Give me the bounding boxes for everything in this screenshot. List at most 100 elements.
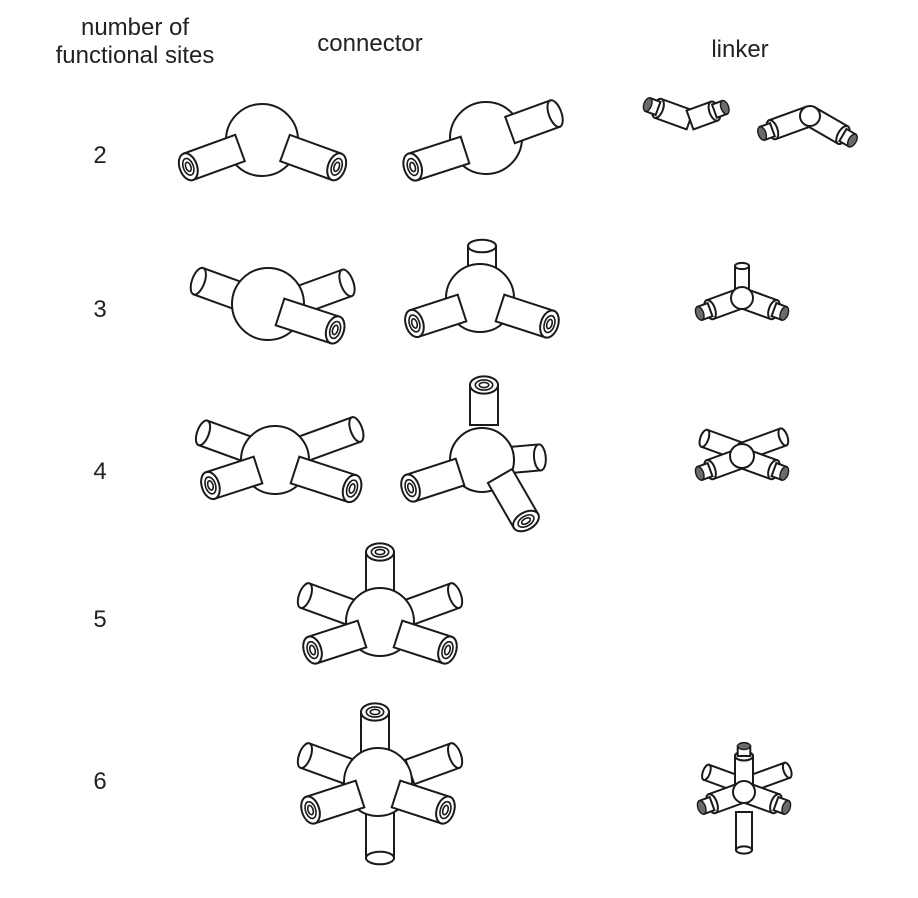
connector-4-b-arm-down-bore-inner <box>520 517 532 526</box>
connector-4-b <box>400 375 547 533</box>
connector-6-arm-front-left <box>300 779 366 825</box>
connector-6-arm-front-right <box>390 779 456 825</box>
connector-3-b-arm-right-bore-inner <box>545 318 554 330</box>
linker-6-arm-down-body <box>735 811 753 851</box>
connector-2-b-arm-left <box>402 135 471 182</box>
linker-6 <box>696 741 793 855</box>
connector-5-arm-front-left <box>302 619 368 665</box>
row-label-2: 2 <box>93 142 107 169</box>
connector-3-b <box>404 238 560 339</box>
connector-3-a-arm-front <box>274 297 346 345</box>
connector-3-a-arm-front-bore-inner <box>331 324 339 336</box>
connector-4-a-arm-back-left-cap <box>194 419 212 447</box>
connector-2-b-arm-right <box>503 99 564 145</box>
connector-2-b-arm-right-cap <box>546 99 564 128</box>
linker-4-arm-back-right-cap <box>777 427 790 447</box>
linker-4-arm-back-left-cap <box>698 428 711 448</box>
row-label-5: 5 <box>93 606 107 633</box>
connector-6-arm-front-left-bore-inner <box>306 804 315 816</box>
header-number-of-functional-sites: number of functional sites <box>40 14 230 70</box>
linker-3-joint <box>730 286 754 310</box>
header-connector: connector <box>317 30 423 57</box>
linker-3-arm-right-tip <box>779 305 790 321</box>
linker-6-arm-front-right-tip <box>781 799 792 815</box>
header-linker: linker <box>711 36 769 63</box>
linker-figures <box>642 96 858 855</box>
connector-4-b-arm-left <box>400 457 466 503</box>
linker-4 <box>694 427 790 482</box>
linker-2-straight-arm-right <box>685 99 730 131</box>
linker-6-arm-up-tip <box>737 741 752 751</box>
row-label-6: 6 <box>93 768 107 795</box>
connector-4-b-arm-back-right-cap <box>532 443 547 472</box>
connector-6 <box>296 702 464 866</box>
connector-5-arm-front-right-bore-inner <box>443 644 452 656</box>
connector-6-arm-back-right-cap <box>447 742 464 769</box>
header-sites-line1: number of <box>80 14 190 41</box>
connector-3-b-arm-up-cap <box>467 238 497 254</box>
linker-6-arm-back-left-cap <box>701 763 712 781</box>
linker-2-bent <box>757 105 858 148</box>
connector-2-b-arm-left-bore-inner <box>409 161 417 173</box>
linker-6-arm-back-right-cap <box>781 761 793 779</box>
connector-figures <box>177 99 564 866</box>
connector-4-b-arm-down <box>486 467 540 533</box>
linker-3-arm-left <box>694 287 747 322</box>
connector-4-b-arm-up-bore-inner <box>478 381 490 389</box>
connector-5-arm-front-right <box>392 619 458 665</box>
linker-2-straight-arm-left-tip <box>642 97 653 113</box>
connector-5-arm-up-bore-inner <box>374 548 386 556</box>
connector-5-arm-front-left-bore-inner <box>308 644 317 656</box>
connector-3-b-arm-left <box>404 293 468 339</box>
connector-6-arm-back-left-cap <box>296 742 313 769</box>
connector-2-a-arm-right <box>278 133 348 182</box>
connector-5 <box>296 542 464 665</box>
linker-6-arm-front-left-tip <box>696 799 707 815</box>
connector-6-arm-back-right <box>404 742 464 786</box>
connector-2-a <box>177 103 348 182</box>
connector-5-arm-back-right-cap <box>447 582 464 609</box>
linker-2-straight <box>642 96 730 131</box>
linker-2-straight-arm-left <box>642 96 695 131</box>
linker-3 <box>694 261 790 322</box>
linker-2-straight-arm-right-tip <box>719 99 730 115</box>
row-label-4: 4 <box>93 458 107 485</box>
connector-2-b <box>402 99 564 182</box>
header-sites-line2: functional sites <box>55 42 215 69</box>
connector-6-arm-front-right-bore-inner <box>441 804 450 816</box>
connector-4-a-arm-front-left-bore-inner <box>206 480 215 491</box>
connector-6-arm-down-cap <box>365 850 395 866</box>
connector-4-b-arm-left-bore-inner <box>406 482 415 494</box>
linker-3-arm-up <box>734 261 750 291</box>
connector-3-a-arm-back-right-cap <box>338 268 356 298</box>
connector-4-a-arm-front-right <box>289 455 363 504</box>
connector-2-a-arm-right-bore-inner <box>333 161 341 173</box>
row-label-3: 3 <box>93 296 107 323</box>
linker-2-bent-arm-left-tip <box>757 126 768 141</box>
connector-5-arm-back-left-cap <box>296 582 313 609</box>
connector-4-b-arm-up <box>469 375 499 426</box>
connector-3-a <box>189 266 356 345</box>
connector-6-arm-up-bore-inner <box>369 708 381 716</box>
connector-4-a-arm-front-right-bore-inner <box>348 483 356 494</box>
connector-2-a-arm-left-bore-inner <box>184 161 192 173</box>
connector-2-a-arm-left <box>177 133 247 182</box>
linker-6-arm-down <box>735 811 753 855</box>
connector-3-a-arm-back-left-cap <box>189 266 207 296</box>
connector-4-a-arm-back-right-cap <box>348 416 365 443</box>
connector-3-b-arm-right <box>494 293 560 339</box>
connector-4-a-arm-front-left <box>200 455 264 501</box>
linker-2-bent-arm-right-tip <box>846 133 858 148</box>
linker-4-arm-front-left-tip <box>694 465 705 481</box>
linker-2-bent-joint <box>799 105 821 127</box>
connector-3-b-arm-left-bore-inner <box>410 318 419 329</box>
linker-6-joint <box>732 780 756 804</box>
connector-4-a-arm-back-left <box>194 419 256 464</box>
linker-4-arm-front-right-tip <box>779 465 790 481</box>
linker-3-arm-left-tip <box>694 305 705 321</box>
connector-6-arm-back-left <box>296 742 356 786</box>
linker-6-arm-down-cap <box>735 845 753 855</box>
linker-4-joint <box>729 443 755 469</box>
connector-4-a <box>194 415 365 504</box>
